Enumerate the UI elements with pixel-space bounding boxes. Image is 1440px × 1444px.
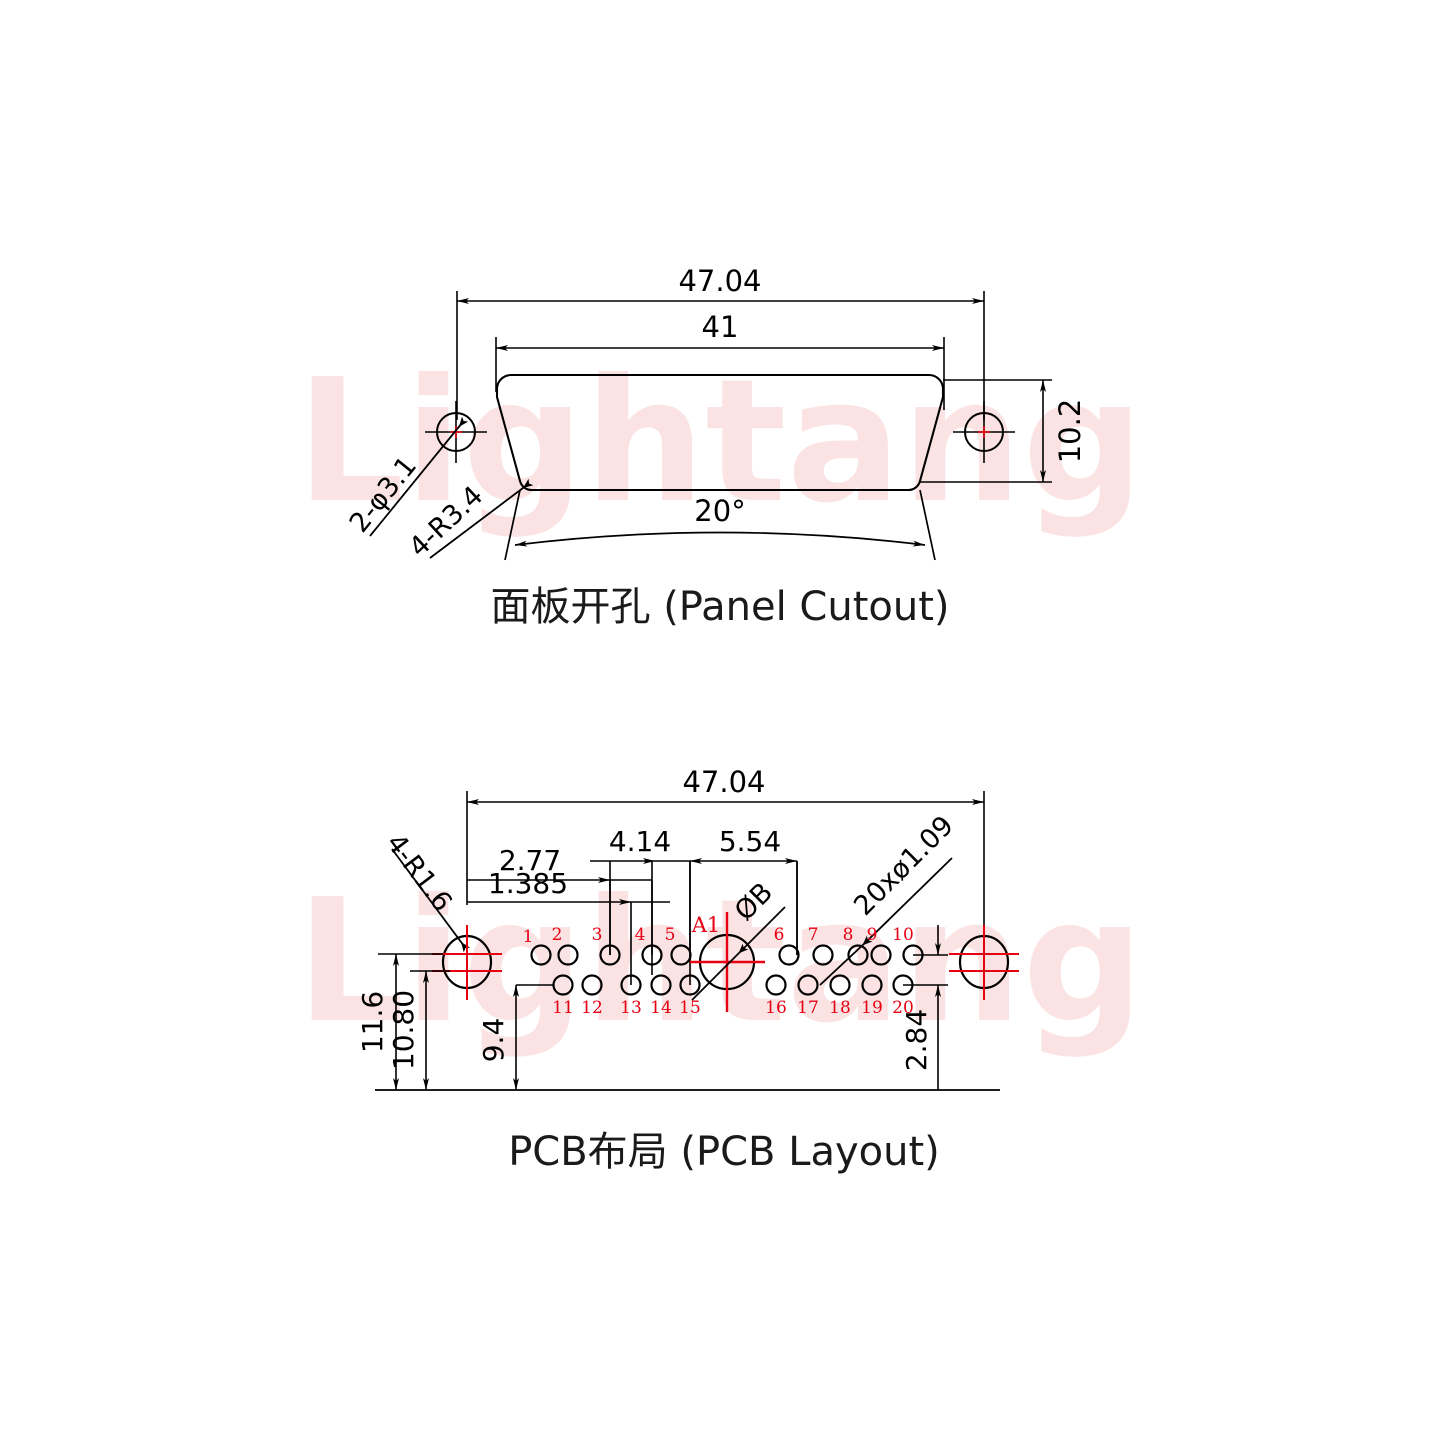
pin-number-label: 16 <box>765 998 787 1018</box>
pin-number-label: 4 <box>635 925 646 945</box>
pcb-pin-hole <box>829 974 851 996</box>
dim-label-pcb-overall: 47.04 <box>682 765 765 799</box>
dim-pcb-height-mount: 10.80 <box>387 970 450 1090</box>
pcb-pin-hole <box>581 974 603 996</box>
dim-label-chamfer-angle: 20° <box>694 494 745 528</box>
dim-panel-height: 10.2 <box>920 379 1087 483</box>
pin-number-label: 5 <box>665 925 676 945</box>
pcb-pin-hole <box>870 944 892 966</box>
pcb-pin-hole <box>765 974 787 996</box>
pcb-layout-title: PCB布局 (PCB Layout) <box>508 1129 940 1175</box>
dim-panel-chamfer-angle: 20° <box>504 489 936 561</box>
dim-panel-cutout-width: 41 <box>495 310 945 410</box>
panel-cutout-outline <box>495 373 945 492</box>
dim-label-span-left: 4.14 <box>609 825 671 858</box>
pcb-pin-hole <box>530 944 552 966</box>
pcb-pin-hole <box>670 944 692 966</box>
panel-mount-hole-left <box>425 401 487 463</box>
pin-number-label: 14 <box>650 998 672 1018</box>
dim-label-height-row-bottom: 2.84 <box>900 1009 933 1071</box>
pcb-pin-hole <box>679 974 701 996</box>
dim-label-height-mount: 10.80 <box>387 990 420 1070</box>
pin-number-label: 19 <box>861 998 883 1018</box>
pcb-pin-hole <box>861 974 883 996</box>
pin-number-label: 12 <box>581 998 603 1018</box>
dim-label-overall-width: 47.04 <box>678 264 761 298</box>
dim-label-span-right: 5.54 <box>719 825 781 858</box>
pin-number-label: 18 <box>829 998 851 1018</box>
pin-number-label: 13 <box>620 998 642 1018</box>
pcb-pin-hole <box>812 944 834 966</box>
pin-number-label: 11 <box>552 998 574 1018</box>
dim-pcb-overall-width: 47.04 <box>466 765 985 960</box>
pcb-pin-hole <box>557 944 579 966</box>
pin-number-label: 2 <box>552 925 563 945</box>
dim-label-height-row-top: 9.4 <box>477 1018 510 1063</box>
pcb-power-pin-a1: A1 <box>690 912 765 1012</box>
pcb-pin-row-bottom: 11 12 13 14 15 16 17 18 19 20 <box>552 974 914 1018</box>
pcb-power-pin-label: A1 <box>691 913 721 937</box>
dim-pcb-height-total: 11.6 <box>356 953 443 1090</box>
dim-label-cutout-width: 41 <box>702 310 739 344</box>
dim-pcb-height-row-bottom: 2.84 <box>900 925 948 1090</box>
dim-label-height-total: 11.6 <box>356 991 389 1053</box>
pcb-pin-hole <box>641 944 663 966</box>
dim-pcb-span-right: 5.54 <box>689 825 798 960</box>
pin-number-label: 8 <box>843 925 854 945</box>
dim-panel-overall-width: 47.04 <box>456 264 985 420</box>
pcb-pin-hole <box>650 974 672 996</box>
pcb-pin-row-top: 1 2 3 4 5 6 7 8 9 10 <box>523 925 924 966</box>
pin-number-label: 9 <box>867 925 878 945</box>
pin-number-label: 6 <box>774 925 785 945</box>
dim-pcb-pitch-half: 1.385 <box>467 867 670 905</box>
panel-mount-hole-right <box>953 401 1015 463</box>
dim-label-panel-height: 10.2 <box>1053 399 1087 464</box>
pcb-pin-hole <box>778 944 800 966</box>
pcb-pin-hole <box>599 944 621 966</box>
pin-number-label: 17 <box>797 998 819 1018</box>
panel-cutout-title: 面板开孔 (Panel Cutout) <box>490 584 949 630</box>
pcb-pin-hole <box>797 974 819 996</box>
pcb-pin-hole <box>620 974 642 996</box>
pin-number-label: 7 <box>808 925 819 945</box>
dim-pcb-height-row-top: 9.4 <box>477 984 554 1090</box>
pin-number-label: 15 <box>679 998 701 1018</box>
dim-pcb-pitch-a: 2.77 <box>467 844 652 883</box>
dim-label-pitch-half: 1.385 <box>488 867 568 900</box>
pin-number-label: 20 <box>892 998 914 1018</box>
pcb-mount-hole-right <box>949 925 1019 1000</box>
dim-label-pitch-a: 2.77 <box>499 844 561 877</box>
pin-number-label: 1 <box>523 927 534 947</box>
pin-number-label: 10 <box>892 925 914 945</box>
pin-number-label: 3 <box>592 925 603 945</box>
pcb-mount-hole-left <box>432 925 502 1000</box>
pcb-pin-hole <box>847 944 869 966</box>
